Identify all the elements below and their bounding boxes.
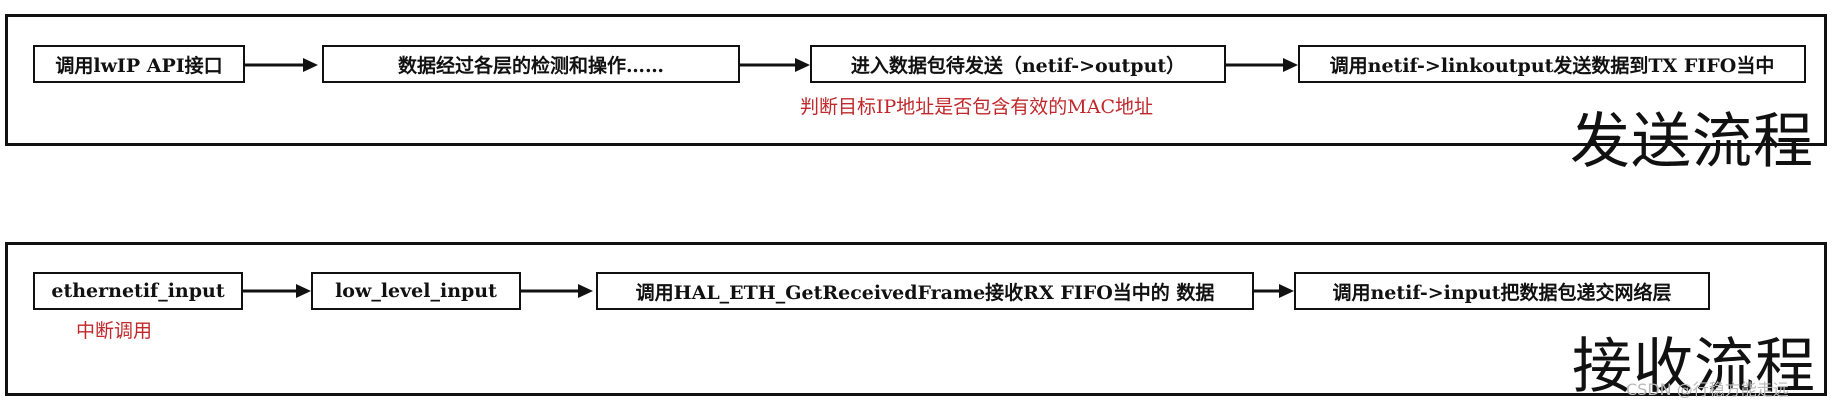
send-arrow-3	[1226, 58, 1298, 72]
send-step-4: 调用netif->linkoutput发送数据到TX FIFO当中	[1298, 45, 1806, 83]
send-flow-title: 发送流程	[1570, 107, 1814, 177]
receive-arrow-1	[243, 284, 311, 298]
send-arrow-2	[740, 58, 810, 72]
watermark: CSDN @行稳方能走远	[1626, 380, 1789, 399]
receive-step-2: low_level_input	[311, 272, 521, 310]
send-step-3: 进入数据包待发送（netif->output）	[810, 45, 1226, 83]
send-note: 判断目标IP地址是否包含有效的MAC地址	[800, 96, 1154, 118]
receive-note: 中断调用	[76, 320, 153, 342]
receive-step-1: ethernetif_input	[33, 272, 243, 310]
receive-flow-title: 接收流程	[1572, 332, 1816, 402]
send-step-2: 数据经过各层的检测和操作……	[322, 45, 740, 83]
receive-arrow-3	[1254, 284, 1294, 298]
receive-flow-panel	[5, 242, 1827, 396]
send-arrow-1	[245, 58, 318, 72]
receive-step-3: 调用HAL_ETH_GetReceivedFrame接收RX FIFO当中的 数…	[596, 272, 1254, 310]
receive-arrow-2	[521, 284, 593, 298]
receive-step-4: 调用netif->input把数据包递交网络层	[1294, 272, 1710, 310]
send-step-1: 调用lwIP API接口	[33, 45, 245, 83]
